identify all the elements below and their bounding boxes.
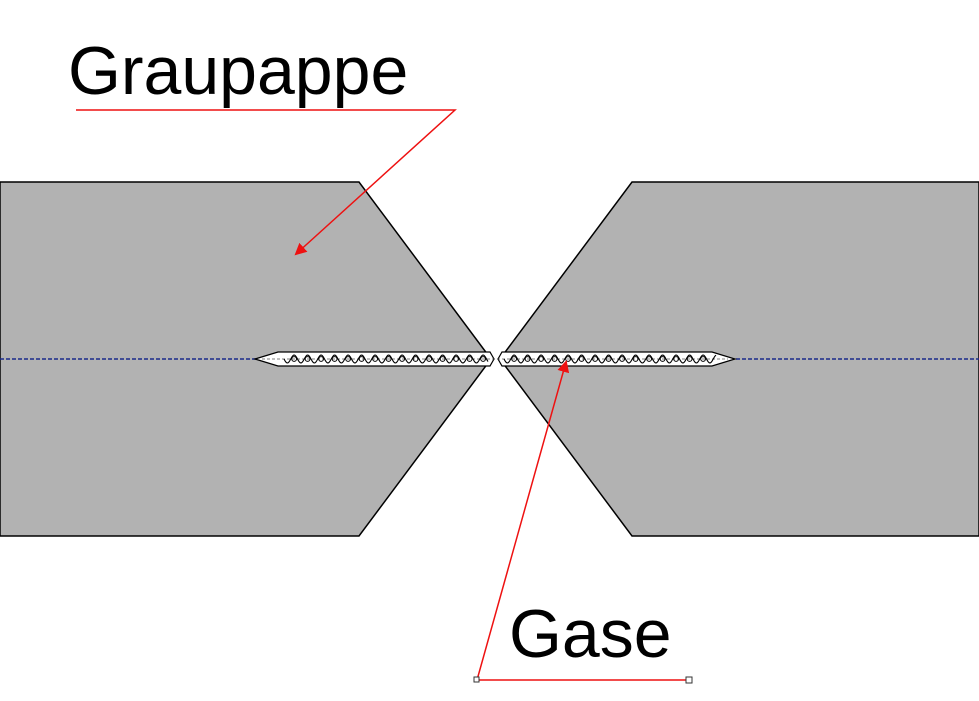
weave-loop (412, 356, 419, 362)
weave-loop (453, 356, 460, 362)
weave-loop (700, 356, 706, 362)
leader-handle-right-icon (685, 676, 693, 684)
leader-graupappe (76, 109, 457, 256)
weave-loop (304, 356, 311, 362)
weave-loop (331, 356, 338, 362)
weave-loop (466, 356, 473, 362)
weave-loop (592, 356, 598, 362)
weave-loop (511, 356, 517, 362)
weave-loop (686, 356, 693, 362)
weave-loop (358, 356, 365, 362)
gauze-weave (283, 354, 717, 364)
weave-loop (605, 356, 612, 362)
weave-loop (426, 356, 433, 362)
label-graupappe: Graupappe (68, 33, 408, 109)
weave-loop (646, 356, 652, 362)
leader-handle-left-icon (473, 676, 480, 683)
weave-loop (619, 356, 625, 362)
weave-loop (673, 356, 679, 362)
weave-loop (578, 356, 585, 362)
weave-loop (538, 356, 544, 362)
weave-loop (318, 356, 325, 362)
weave-loop (524, 356, 531, 362)
board-left (0, 181, 492, 537)
weave-thread-1 (503, 354, 717, 364)
weave-loop (345, 356, 352, 362)
weave-loop (439, 356, 446, 362)
weave-loop (385, 356, 392, 362)
weave-loop (372, 356, 379, 362)
weave-loop (291, 356, 298, 362)
weave-loop (399, 356, 406, 362)
weave-loop (480, 356, 487, 362)
weave-loop (551, 356, 558, 362)
weave-loop (632, 356, 639, 362)
weave-loop (659, 356, 666, 362)
label-gase: Gase (509, 596, 672, 672)
weave-thread-0 (283, 354, 489, 364)
